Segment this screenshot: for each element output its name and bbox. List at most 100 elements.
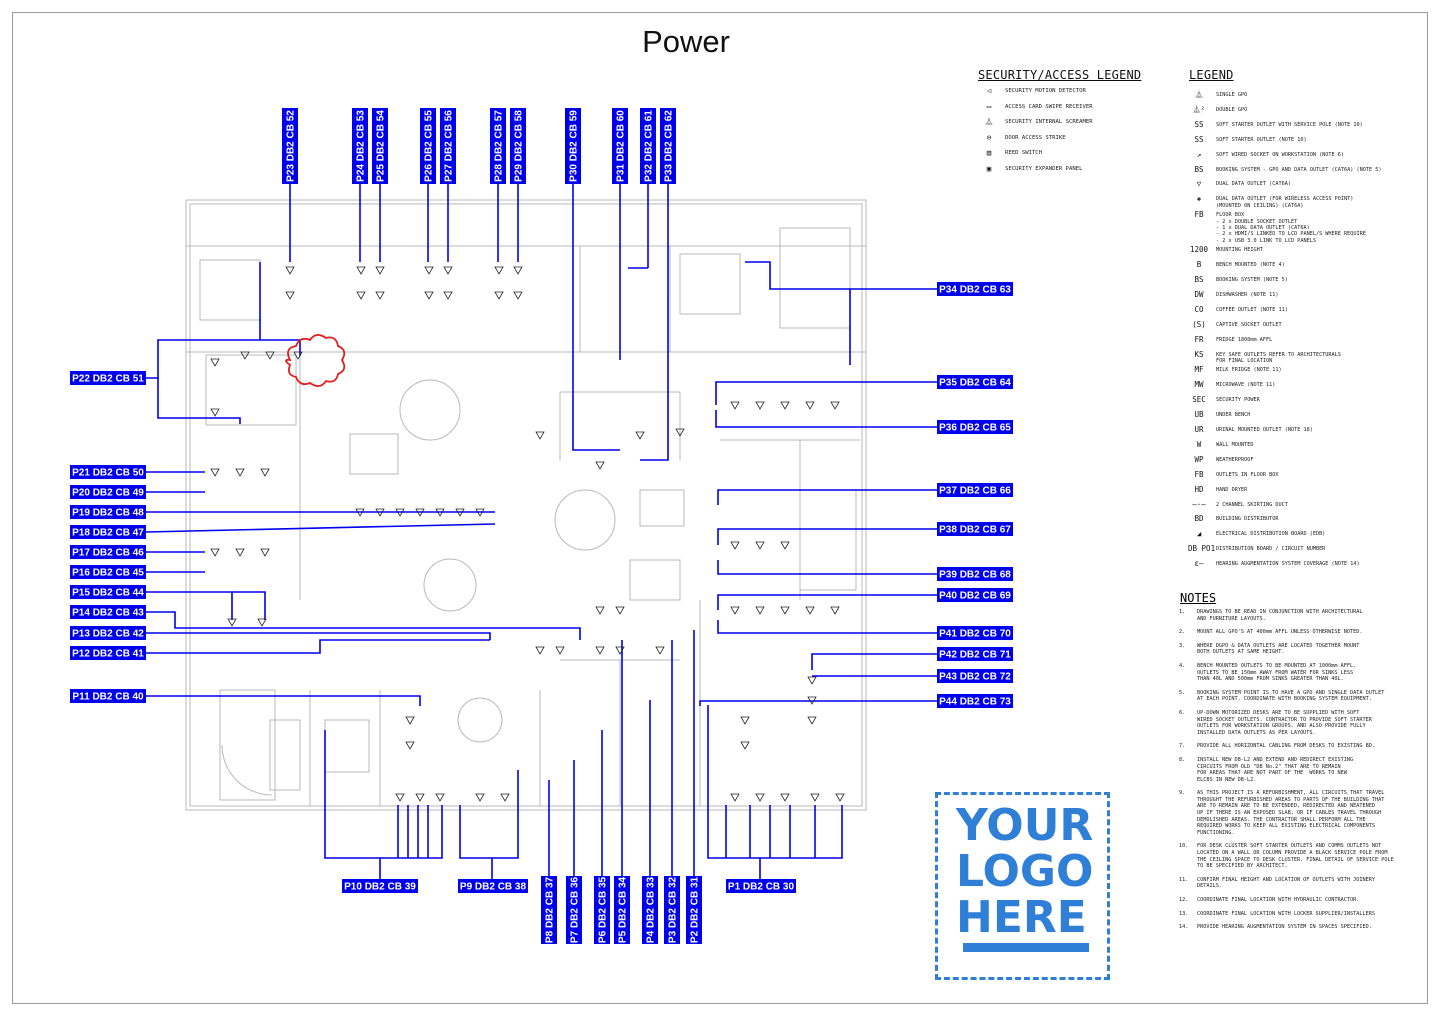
circuit-wire	[324, 730, 381, 879]
expander-panel-icon: ▣	[986, 163, 992, 173]
circuit-tag-label: P8 DB2 CB 37	[545, 876, 556, 943]
legend-item: (S)CAPTIVE SOCKET OUTLET	[1188, 320, 1428, 328]
notes-heading: NOTES	[1180, 591, 1217, 605]
circuit-tag: P18 DB2 CB 47	[70, 525, 146, 539]
circuit-wire	[380, 805, 443, 859]
circuit-tag: P13 DB2 CB 42	[70, 626, 146, 640]
note-number: 4.	[1179, 662, 1186, 669]
legend-label: DISTRIBUTION BOARD / CIRCUIT NUMBER	[1216, 546, 1326, 553]
circuit-tag-label: P33 DB2 CB 62	[664, 110, 675, 182]
circuit-tag: P16 DB2 CB 45	[70, 565, 146, 579]
data-outlet-icon	[780, 793, 790, 802]
circuit-tag-label: P42 DB2 CB 71	[939, 650, 1011, 661]
circuit-tag-box	[70, 605, 146, 619]
note-item: 10.FOR DESK CLUSTER SOFT STARTER OUTLETS…	[1179, 843, 1419, 869]
circuit-tag-label: P12 DB2 CB 41	[72, 649, 144, 660]
legend-label: 2 CHANNEL SKIRTING DUCT	[1216, 501, 1288, 508]
circuit-tag-box	[70, 465, 146, 479]
data-outlet-icon	[595, 646, 605, 655]
data-outlet-icon	[655, 646, 665, 655]
circuit-tag-label: P32 DB2 CB 61	[644, 110, 655, 182]
circuit-tag-box	[664, 876, 680, 944]
circuit-tag-label: P11 DB2 CB 40	[72, 692, 144, 703]
legend-label: UNDER BENCH	[1216, 412, 1251, 419]
data-outlet-icon	[740, 741, 750, 750]
circuit-tag-label: P23 DB2 CB 52	[286, 110, 297, 182]
note-text: DRAWINGS TO BE READ IN CONJUNCTION WITH …	[1197, 609, 1363, 622]
note-text: UP-DOWN MOTORIZED DESKS ARE TO BE SUPPLI…	[1197, 709, 1372, 736]
circuit-tag: P1 DB2 CB 30	[726, 879, 796, 893]
data-outlet-icon	[375, 266, 385, 275]
outlet-symbols	[210, 266, 845, 802]
legend-heading: LEGEND	[1189, 68, 1234, 82]
circuit-tag: P36 DB2 CB 65	[937, 420, 1013, 434]
circuit-tag-box	[612, 108, 628, 184]
logo-underline	[963, 943, 1089, 952]
circuit-tag-label: P3 DB2 CB 32	[668, 876, 679, 943]
legend-symbol: BS	[1194, 275, 1204, 284]
data-outlet-icon	[285, 291, 295, 300]
legend-label: SOFT STARTER OUTLET WITH SERVICE POLE (N…	[1216, 121, 1363, 128]
note-text: INSTALL NEW DB-L2 AND EXTEND AND REDIREC…	[1197, 756, 1354, 783]
circuit-wire	[157, 339, 301, 378]
data-outlet-icon	[810, 793, 820, 802]
circuit-tag-label: P19 DB2 CB 48	[72, 508, 144, 519]
legend-symbol: DW	[1194, 289, 1204, 299]
legend-item: —·—2 CHANNEL SKIRTING DUCT	[1188, 500, 1428, 508]
circuit-tag-box	[937, 282, 1013, 296]
circuit-tag-box	[594, 876, 610, 944]
note-number: 9.	[1179, 790, 1186, 797]
circuit-wire	[717, 620, 937, 634]
note-item: 11.CONFIRM FINAL HEIGHT AND LOCATION OF …	[1179, 877, 1419, 890]
data-outlet-icon	[494, 291, 504, 300]
circuit-tag-box	[937, 694, 1013, 708]
circuit-tag-label: P27 DB2 CB 56	[444, 110, 455, 182]
note-item: 1.DRAWINGS TO BE READ IN CONJUNCTION WIT…	[1179, 609, 1419, 622]
legend-symbol: DB PO1	[1188, 544, 1216, 554]
circuit-tag-label: P39 DB2 CB 68	[939, 570, 1011, 581]
circuit-tag: P27 DB2 CB 56	[440, 108, 456, 184]
data-outlet-icon	[424, 291, 434, 300]
circuit-tag-box	[70, 585, 146, 599]
circuit-tag: P11 DB2 CB 40	[70, 689, 146, 703]
circuit-tag-box	[541, 876, 557, 944]
legend-label: CAPTIVE SOCKET OUTLET	[1216, 321, 1282, 328]
data-outlet-icon	[730, 606, 740, 615]
circuit-tag-label: P25 DB2 CB 54	[376, 110, 387, 182]
circuit-tag-label: P9 DB2 CB 38	[460, 882, 527, 893]
data-outlet-icon	[260, 468, 270, 477]
circuit-tag: P31 DB2 CB 60	[612, 108, 628, 184]
legend-label: BUILDING DISTRIBUTOR	[1216, 516, 1279, 523]
data-outlet-icon	[257, 618, 267, 627]
circuit-tag: P9 DB2 CB 38	[458, 879, 528, 893]
circuit-tag: P34 DB2 CB 63	[937, 282, 1013, 296]
legend-symbol: KS	[1194, 349, 1204, 359]
legend-symbol: SEC	[1192, 395, 1206, 405]
circuit-tag-label: P43 DB2 CB 72	[939, 672, 1011, 683]
note-text: MOUNT ALL GPO'S AT 400mm AFFL UNLESS OTH…	[1197, 629, 1363, 636]
circuit-tag-box	[70, 371, 146, 385]
legend-label: COFFEE OUTLET (NOTE 11)	[1216, 306, 1288, 313]
security-legend-heading: SECURITY/ACCESS LEGEND	[978, 68, 1142, 82]
data-outlet-icon	[595, 606, 605, 615]
data-outlet-icon	[805, 401, 815, 410]
circuit-tag-label: P44 DB2 CB 73	[939, 697, 1011, 708]
circuit-tag-label: P16 DB2 CB 45	[72, 568, 144, 579]
circuit-tag: P6 DB2 CB 35	[594, 876, 610, 944]
data-outlet-icon	[513, 266, 523, 275]
note-number: 13.	[1179, 910, 1189, 917]
data-outlet-icon	[235, 468, 245, 477]
circuit-tag-box	[937, 588, 1013, 602]
note-number: 7.	[1179, 743, 1186, 750]
circuit-tag-box	[937, 483, 1013, 497]
circuit-tag-label: P30 DB2 CB 59	[569, 110, 580, 182]
legend-label: DISHWASHER (NOTE 11)	[1216, 291, 1279, 298]
data-outlet-icon	[830, 606, 840, 615]
circuit-tag-label: P22 DB2 CB 51	[72, 374, 144, 385]
circuit-tag: P7 DB2 CB 36	[566, 876, 582, 944]
circuit-tag-box	[458, 879, 528, 893]
note-text: WHERE DGPO & DATA OUTLETS ARE LOCATED TO…	[1197, 642, 1360, 656]
